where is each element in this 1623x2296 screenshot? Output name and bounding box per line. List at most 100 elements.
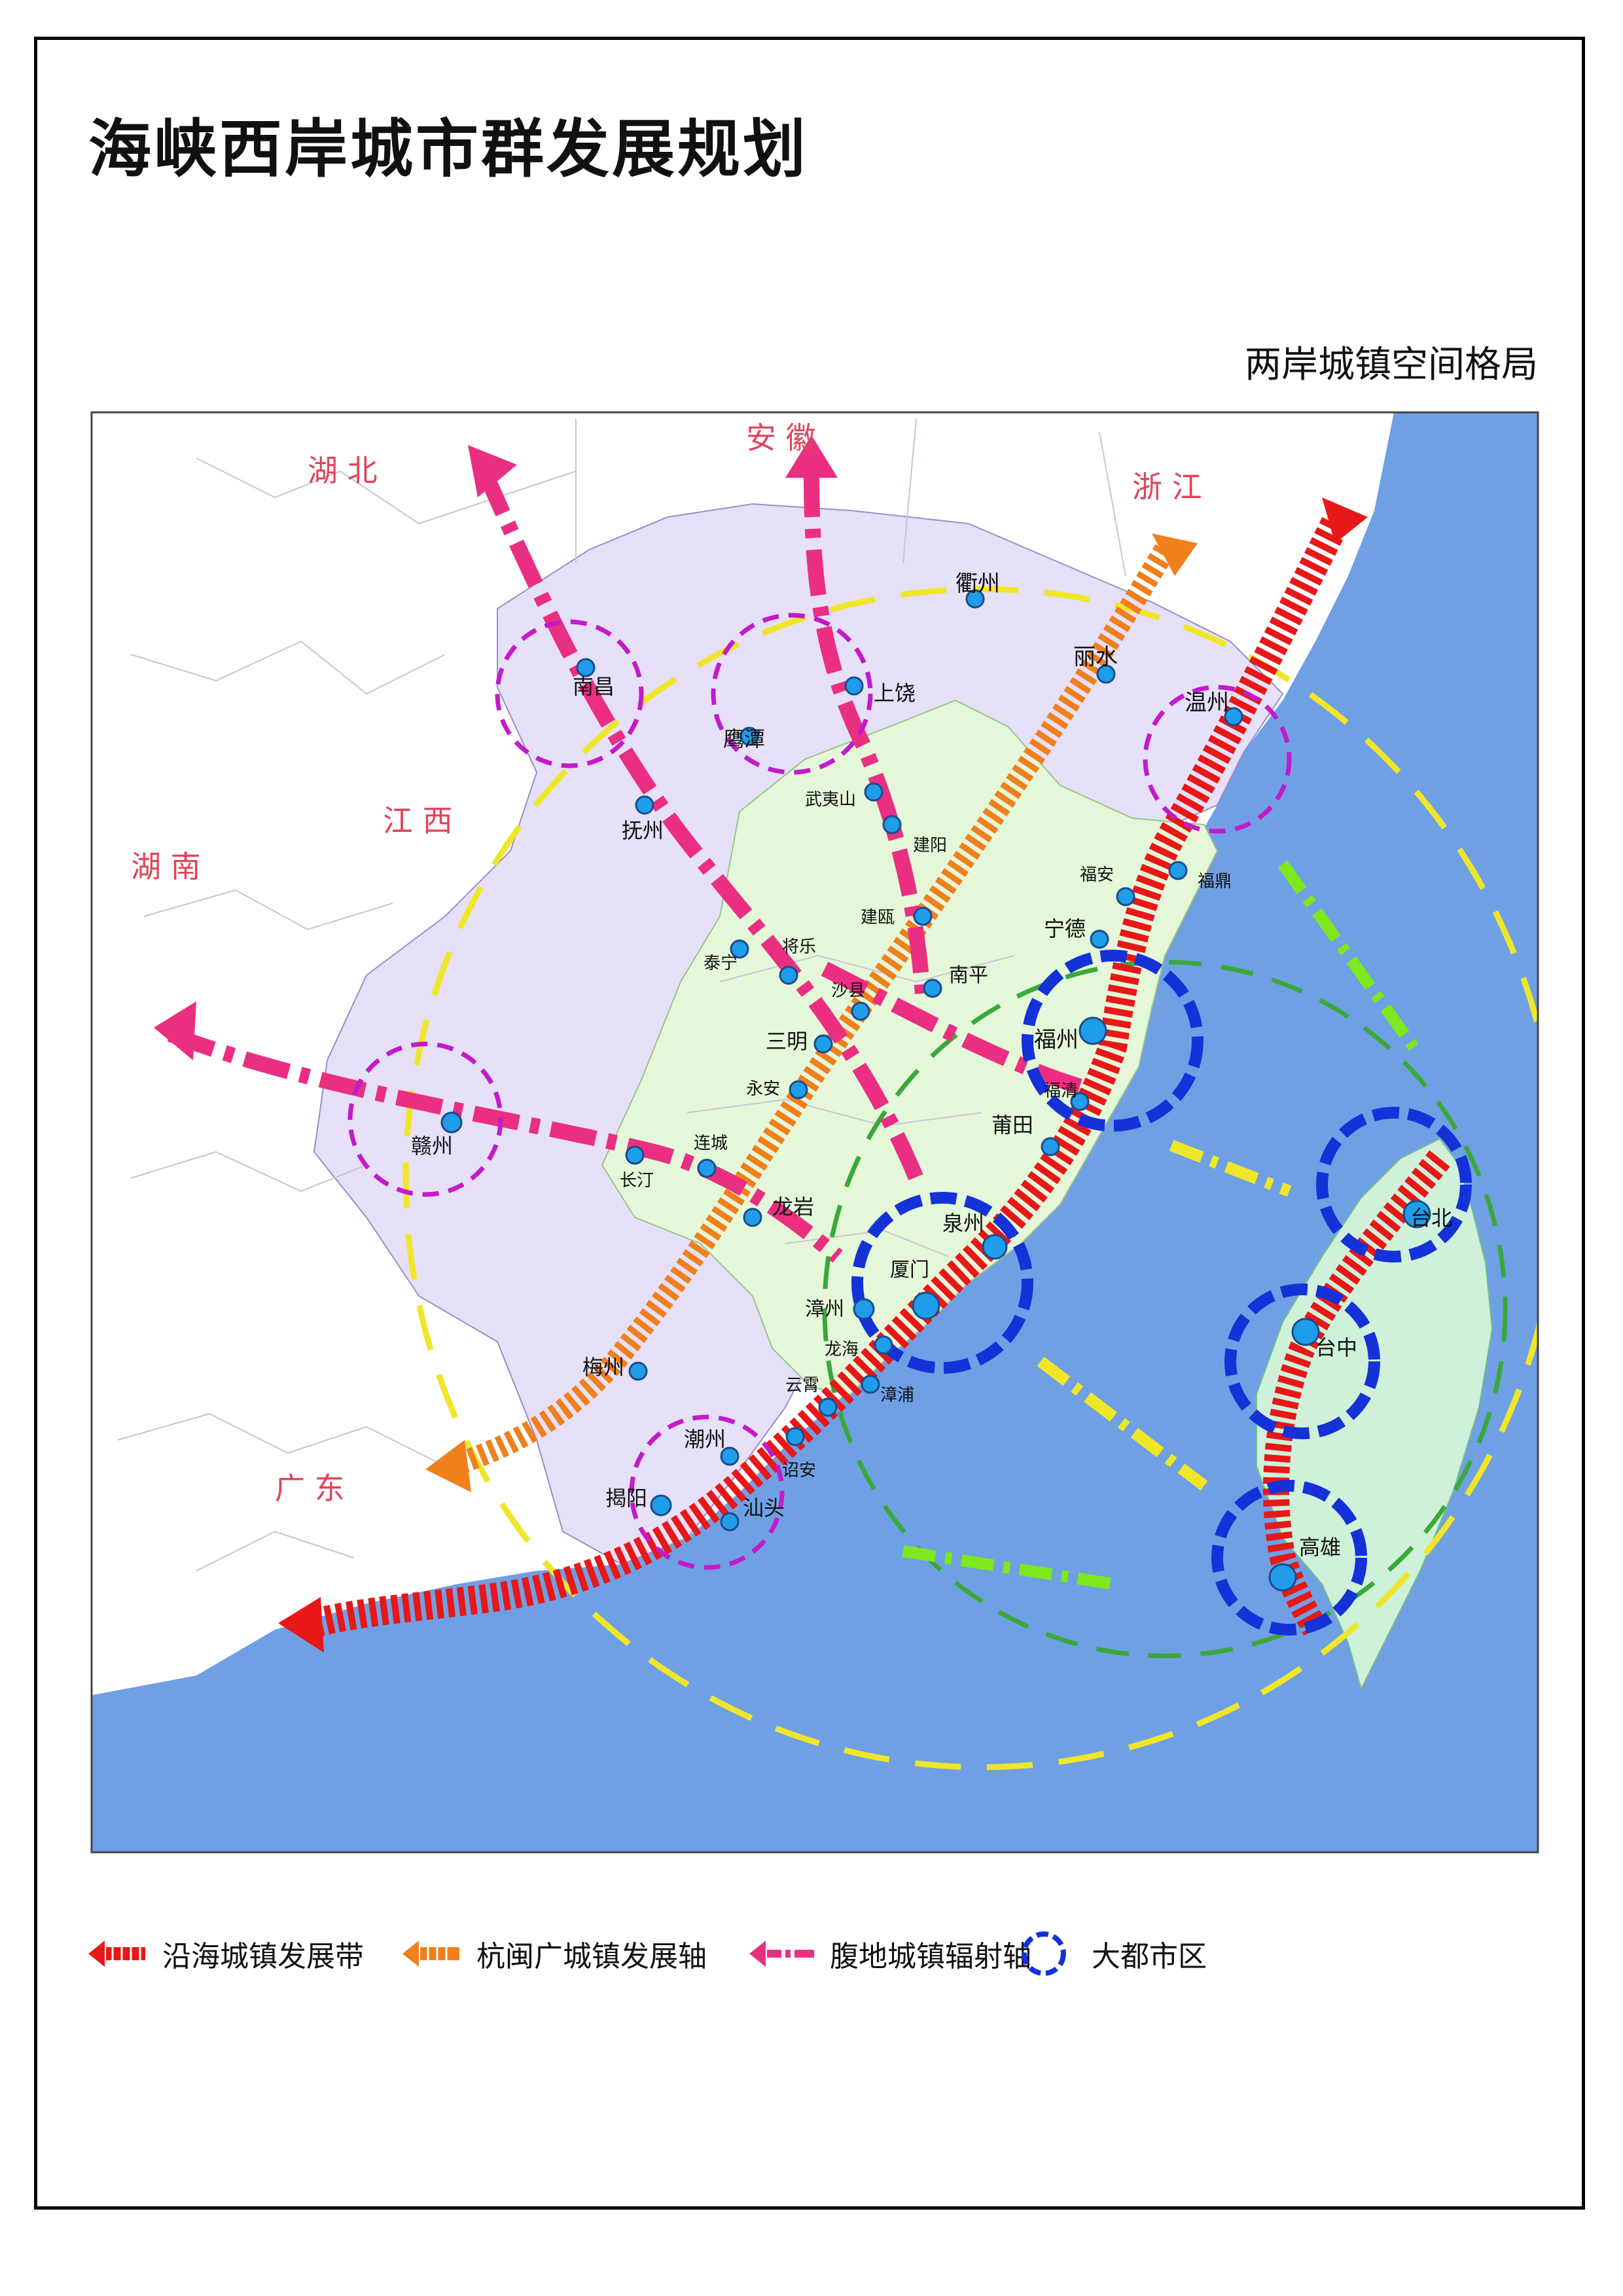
hinterland-axes xyxy=(167,468,1082,1263)
city-label: 莆田 xyxy=(991,1113,1033,1138)
city-label: 泰宁 xyxy=(704,954,738,973)
city-label: 永安 xyxy=(746,1079,780,1099)
page-border xyxy=(34,37,1585,2210)
legend-label: 腹地城镇辐射轴 xyxy=(830,1940,1031,1973)
city-dot xyxy=(1096,664,1116,684)
city-label: 建阳 xyxy=(913,836,947,855)
city-label: 诏安 xyxy=(782,1461,816,1480)
city-label: 厦门 xyxy=(890,1259,929,1282)
legend-hangminguang-axis: 杭闽广城镇发展轴 xyxy=(399,1928,707,1980)
city-label: 揭阳 xyxy=(605,1486,647,1511)
city-dot xyxy=(912,1291,940,1320)
city-label: 连城 xyxy=(694,1134,728,1153)
city-label: 鹰潭 xyxy=(723,726,765,751)
city-dot xyxy=(576,658,596,677)
city-label: 赣州 xyxy=(411,1134,453,1158)
city-label: 沙县 xyxy=(831,981,865,1001)
sea xyxy=(92,412,1538,1852)
city-label: 衢州 xyxy=(955,571,1000,597)
city-label: 三明 xyxy=(766,1029,808,1054)
city-dot xyxy=(851,1001,870,1021)
hangminguang-arrow-north xyxy=(1152,533,1198,576)
city-markers: 衢州丽水温州南昌上饶鹰潭抚州武夷山建阳建瓯福安福鼎宁德泰宁将乐沙县南平三明福州永… xyxy=(411,571,1452,1592)
city-label: 福清 xyxy=(1044,1081,1078,1101)
legend-label: 沿海城镇发展带 xyxy=(162,1940,364,1973)
city-dot xyxy=(625,1145,645,1165)
city-dot xyxy=(785,1427,805,1446)
city-dot xyxy=(882,815,902,834)
hinterland-axis-icon xyxy=(749,1941,814,1967)
city-dot xyxy=(730,939,749,959)
city-dot xyxy=(1079,1016,1107,1045)
city-label: 龙岩 xyxy=(772,1194,814,1219)
legend: 沿海城镇发展带 杭闽广城镇发展轴 腹地城镇辐射轴 大都市区 xyxy=(85,1928,1525,1980)
city-dot xyxy=(697,1158,717,1178)
city-label: 台中 xyxy=(1315,1335,1357,1360)
city-dot xyxy=(440,1111,463,1134)
city-label: 台北 xyxy=(1410,1206,1452,1230)
hangminguang-axis-icon xyxy=(402,1941,459,1967)
province-label-jiangxi: 江 西 xyxy=(383,803,453,838)
province-labels: 湖 北 安 徽 浙 江 江 西 湖 南 广 东 xyxy=(131,420,1202,1506)
city-label: 梅州 xyxy=(582,1355,624,1380)
city-dot xyxy=(818,1397,838,1417)
city-dot xyxy=(913,906,933,926)
city-dot xyxy=(853,1298,875,1320)
map-frame xyxy=(90,411,1539,1854)
city-dot xyxy=(789,1080,808,1100)
metro-area-icon xyxy=(1022,1931,1066,1976)
city-label: 抚州 xyxy=(622,818,664,843)
province-label-guangdong: 广 东 xyxy=(275,1471,345,1506)
province-label-hubei: 湖 北 xyxy=(308,453,378,488)
city-dot xyxy=(779,965,798,985)
legend-hinterland-axis: 腹地城镇辐射轴 xyxy=(746,1928,1031,1980)
city-label: 福鼎 xyxy=(1198,872,1232,891)
city-dot xyxy=(874,1335,893,1355)
city-dot xyxy=(982,1234,1008,1260)
metro-circles xyxy=(851,950,1472,1636)
city-label: 汕头 xyxy=(743,1496,785,1520)
city-dot xyxy=(720,1512,740,1532)
city-dot xyxy=(861,1374,880,1394)
map-subtitle: 两岸城镇空间格局 xyxy=(1245,344,1538,386)
city-label: 漳浦 xyxy=(880,1386,914,1405)
legend-label: 大都市区 xyxy=(1092,1940,1207,1973)
city-dot xyxy=(1041,1137,1060,1157)
city-dot xyxy=(650,1494,672,1516)
hangminguang-arrow-south xyxy=(425,1440,471,1492)
city-label: 龙海 xyxy=(825,1340,859,1359)
hangminguang-axis xyxy=(448,544,1175,1477)
city-label: 福州 xyxy=(1034,1027,1079,1053)
city-dot xyxy=(923,978,942,998)
city-dot xyxy=(1116,887,1135,906)
city-dot xyxy=(720,1446,740,1466)
city-dot xyxy=(1291,1318,1320,1346)
legend-label: 杭闽广城镇发展轴 xyxy=(476,1940,707,1973)
city-dot xyxy=(844,676,864,696)
city-label: 武夷山 xyxy=(805,790,856,810)
taiwan-coastal-belt xyxy=(1263,1150,1450,1636)
city-dot xyxy=(1402,1200,1431,1229)
hinterland-arrow-hubei xyxy=(468,445,517,497)
city-dot xyxy=(813,1034,833,1054)
city-dot xyxy=(1168,861,1188,880)
province-label-hunan: 湖 南 xyxy=(131,849,201,884)
city-label: 丽水 xyxy=(1073,644,1118,670)
city-dot xyxy=(965,589,985,609)
city-label: 南昌 xyxy=(573,674,615,699)
city-dot xyxy=(743,1208,762,1227)
city-label: 建瓯 xyxy=(861,908,895,927)
city-label: 福安 xyxy=(1080,865,1114,885)
influence-circles xyxy=(348,613,1292,1570)
taiwan-island xyxy=(1256,1138,1493,1691)
city-dot xyxy=(740,726,759,746)
city-dot xyxy=(864,782,883,802)
coastal-arrow-south xyxy=(278,1597,324,1653)
regional-map: 湖 北 安 徽 浙 江 江 西 湖 南 广 东 衢州丽水温州南昌上饶鹰潭抚州武夷… xyxy=(90,411,1539,1854)
city-dot xyxy=(1268,1563,1297,1592)
city-label: 宁德 xyxy=(1044,916,1086,941)
city-label: 漳州 xyxy=(805,1298,844,1321)
province-label-zhejiang: 浙 江 xyxy=(1132,469,1202,505)
city-label: 上饶 xyxy=(874,681,916,706)
coastal-belt xyxy=(310,517,1348,1638)
